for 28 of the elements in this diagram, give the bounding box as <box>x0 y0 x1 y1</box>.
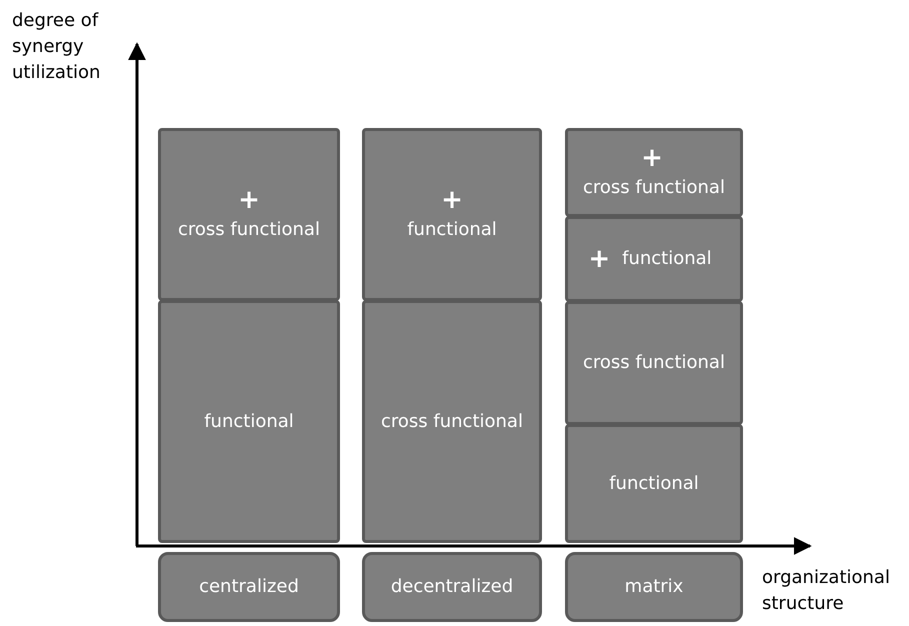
stacked-block <box>565 301 743 425</box>
category-box <box>158 552 340 622</box>
block-label: functional <box>608 472 700 496</box>
block-label: functional <box>621 247 713 271</box>
block-label: cross functional <box>582 351 726 375</box>
stacked-block <box>362 300 542 543</box>
stacked-block <box>565 216 743 302</box>
stacked-block <box>565 424 743 543</box>
block-label: functional <box>406 218 498 242</box>
stacked-block <box>362 128 542 301</box>
plus-sign: + <box>441 184 463 214</box>
block-label: cross functional <box>380 410 524 434</box>
block-label: cross functional <box>177 218 321 242</box>
plus-sign: + <box>588 244 610 274</box>
block-label: matrix <box>624 575 684 599</box>
block-label: functional <box>203 410 295 434</box>
axis-label: degree of synergy utilization <box>12 9 102 85</box>
category-box <box>565 552 743 622</box>
stacked-block <box>158 300 340 543</box>
plus-sign: + <box>641 142 663 172</box>
axis-label: organizational structure <box>762 566 891 616</box>
category-box <box>362 552 542 622</box>
plus-sign: + <box>238 184 260 214</box>
block-label: cross functional <box>582 176 726 200</box>
stacked-block <box>158 128 340 301</box>
block-label: decentralized <box>390 575 514 599</box>
block-label: centralized <box>198 575 300 599</box>
stacked-block <box>565 128 743 217</box>
